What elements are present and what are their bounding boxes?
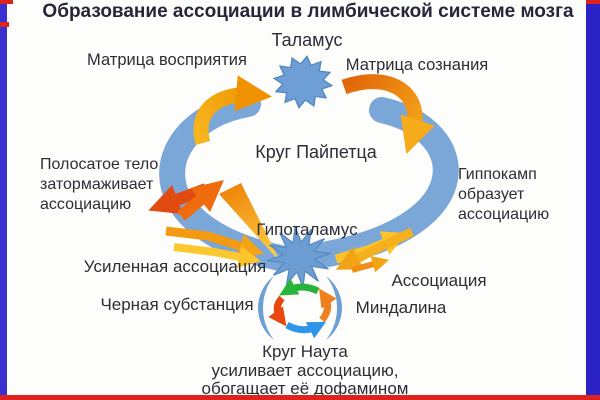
ring-to-hypothalamus-beam bbox=[219, 183, 281, 263]
label-consciousness-matrix: Матрица сознания bbox=[345, 56, 489, 74]
border-corner-red-topright bbox=[586, 0, 600, 4]
striatum-inhibit-arrow-up bbox=[177, 179, 224, 221]
label-striatum-line2: затормаживает bbox=[40, 176, 154, 193]
label-hypothalamus: Гипоталамус bbox=[256, 220, 358, 239]
nauta-cycle-arrow-green bbox=[279, 278, 320, 296]
perception-to-thalamus-arrow bbox=[193, 75, 272, 146]
border-right-blue bbox=[586, 0, 600, 400]
label-strengthened-association: Усиленная ассоциация bbox=[83, 257, 267, 276]
label-hippocampus-line3: ассоциацию bbox=[458, 206, 550, 223]
strengthened-association-arrow-2 bbox=[173, 243, 261, 268]
label-hippocampus-line1: Гиппокамп bbox=[458, 166, 537, 183]
association-arrow-in bbox=[335, 227, 414, 270]
thalamus-to-consciousness-arrow bbox=[341, 74, 435, 155]
border-tick-red-left bbox=[0, 22, 9, 27]
border-left-blue bbox=[0, 0, 7, 400]
label-hippocampus: Гиппокамп образует ассоциацию bbox=[458, 165, 549, 225]
strengthened-association-arrow-1 bbox=[165, 226, 265, 259]
page-title: Образование ассоциации в лимбической сис… bbox=[42, 1, 574, 22]
nauta-crescents bbox=[258, 276, 342, 340]
label-hippocampus-line2: образует bbox=[458, 186, 525, 203]
label-nauta-line3: обогащает её дофамином bbox=[201, 379, 409, 398]
label-striatum-line3: ассоциацию bbox=[40, 196, 132, 213]
label-substantia-nigra: Черная субстанция bbox=[100, 295, 254, 314]
thalamus-star bbox=[269, 52, 337, 112]
label-striatum-line1: Полосатое тело bbox=[40, 156, 159, 173]
label-nauta-line1: Круг Наута bbox=[262, 342, 348, 361]
nauta-cycle-arrow-red bbox=[268, 295, 287, 327]
label-striatum: Полосатое тело затормаживает ассоциацию bbox=[40, 155, 158, 215]
nauta-cycle-arrow-orange bbox=[318, 288, 337, 323]
association-arrow-small bbox=[351, 256, 390, 273]
border-bottom-red bbox=[0, 395, 600, 400]
label-nauta-line2: усиливает ассоциацию, bbox=[211, 360, 399, 380]
label-nauta-circle: Круг Наута усиливает ассоциацию, обогаща… bbox=[201, 342, 409, 399]
label-association: Ассоциация bbox=[391, 271, 487, 290]
border-corner-red-topleft bbox=[0, 0, 13, 4]
nauta-cycle-arrow-blue bbox=[285, 321, 327, 339]
label-papez-circle: Круг Пайпетца bbox=[255, 142, 377, 162]
label-thalamus: Таламус bbox=[271, 30, 343, 50]
label-perception-matrix: Матрица восприятия bbox=[87, 51, 247, 69]
label-amygdala: Миндалина bbox=[355, 298, 447, 317]
